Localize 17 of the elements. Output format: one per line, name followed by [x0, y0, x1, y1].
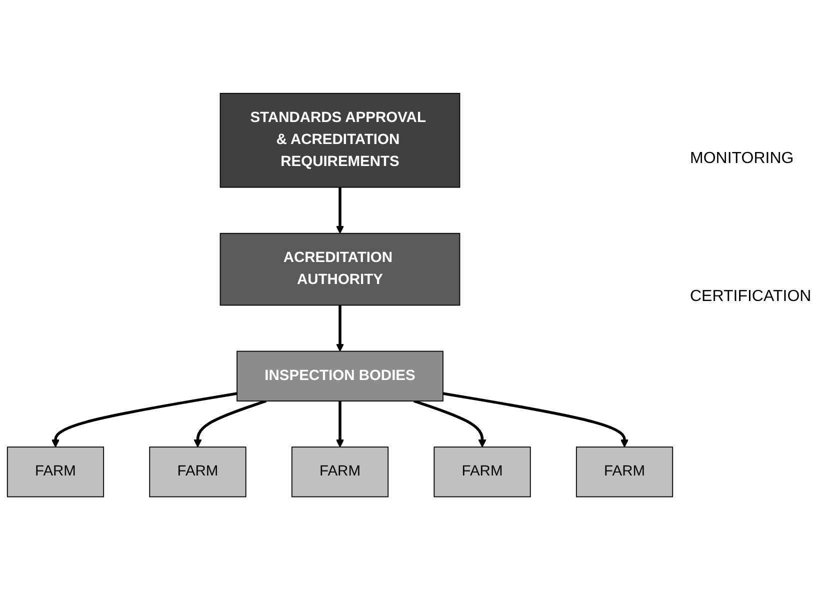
flow-label: MONITORING	[690, 150, 795, 168]
arrow	[413, 400, 486, 448]
node-box: INSPECTION BODIES	[236, 351, 444, 402]
arrow	[194, 400, 267, 448]
flow-label: CERTIFICATION	[690, 288, 812, 306]
node-box: FARM	[149, 447, 246, 498]
arrow	[336, 401, 344, 448]
arrow	[442, 392, 629, 448]
node-box: FARM	[6, 447, 104, 498]
arrow	[51, 392, 238, 448]
node-box: STANDARDS APPROVAL & ACREDITATION REQUIREMENTS	[220, 93, 460, 188]
arrow	[336, 188, 344, 234]
node-box: FARM	[576, 447, 674, 498]
node-box: FARM	[291, 447, 389, 498]
node-box: FARM	[434, 447, 531, 498]
arrow	[336, 306, 344, 352]
node-box: ACREDITATION AUTHORITY	[220, 233, 460, 306]
